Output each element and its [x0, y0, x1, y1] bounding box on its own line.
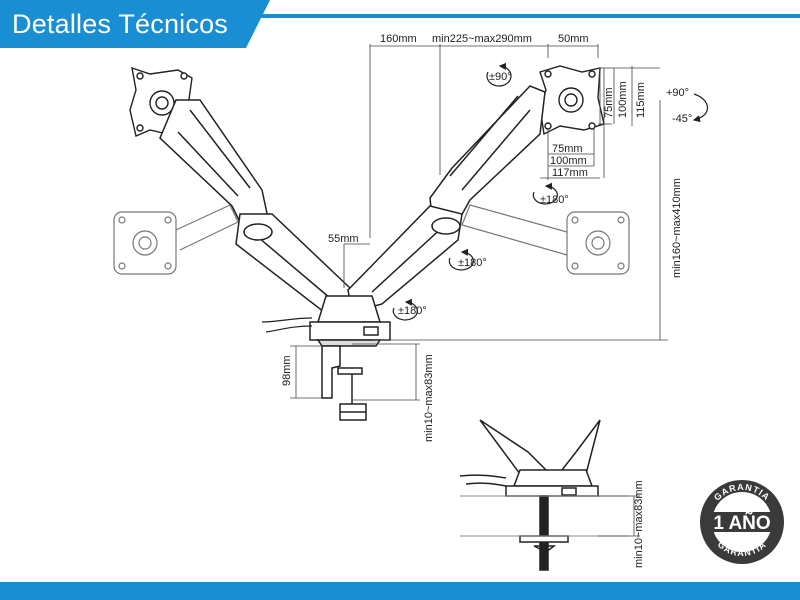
label-tilt-down: -45° [672, 113, 692, 125]
label-rot-90: ±90° [489, 71, 512, 83]
header-rule [0, 14, 800, 18]
desk-clamp [321, 345, 367, 421]
footer-bar [0, 582, 800, 600]
rotation-arcs [392, 62, 709, 321]
left-upper-arm [159, 99, 269, 223]
dim-115-vertical: 115mm [635, 82, 647, 118]
dim-117-horizontal: 117mm [552, 167, 588, 179]
badge-center-text: 1 AÑO [713, 512, 770, 534]
dim-100-horizontal: 100mm [550, 155, 587, 167]
dim-range-top: min225~max290mm [432, 33, 532, 45]
dim-grommet-range: min10~max83mm [633, 480, 645, 568]
label-tilt-up: +90° [666, 87, 689, 99]
dim-75-vertical: 75mm [603, 87, 615, 118]
page-title: Detalles Técnicos [12, 9, 228, 39]
center-pole-base [309, 295, 391, 347]
cables-left [261, 317, 313, 333]
dim-desk-range: min10~max83mm [423, 354, 435, 442]
warranty-badge: GARANTIA GARANTIA 1 AÑO [700, 480, 784, 564]
dim-75-horizontal: 75mm [552, 143, 583, 155]
label-rot-180-c: ±180° [398, 305, 427, 317]
right-lower-arm [347, 205, 463, 313]
label-rot-180-a: ±180° [540, 194, 569, 206]
right-upper-arm [429, 85, 546, 219]
header-tab [0, 0, 270, 48]
dim-98: 98mm [281, 355, 293, 386]
dim-160: 160mm [380, 33, 417, 45]
dim-50: 50mm [558, 33, 589, 45]
dim-55: 55mm [328, 233, 359, 245]
header-bar: Detalles Técnicos [0, 0, 800, 48]
dim-100-vertical: 100mm [617, 81, 629, 118]
vesa-plate-right [539, 65, 605, 136]
badge-ribbon [700, 512, 784, 532]
grommet-mount-detail [459, 419, 601, 571]
dim-height-range: min160~max410mm [671, 178, 683, 278]
dimension-lines [290, 44, 668, 537]
ghost-vesa-plate-right [461, 204, 630, 275]
label-rot-180-b: ±180° [458, 257, 487, 269]
ghost-vesa-plate-left [113, 204, 239, 275]
